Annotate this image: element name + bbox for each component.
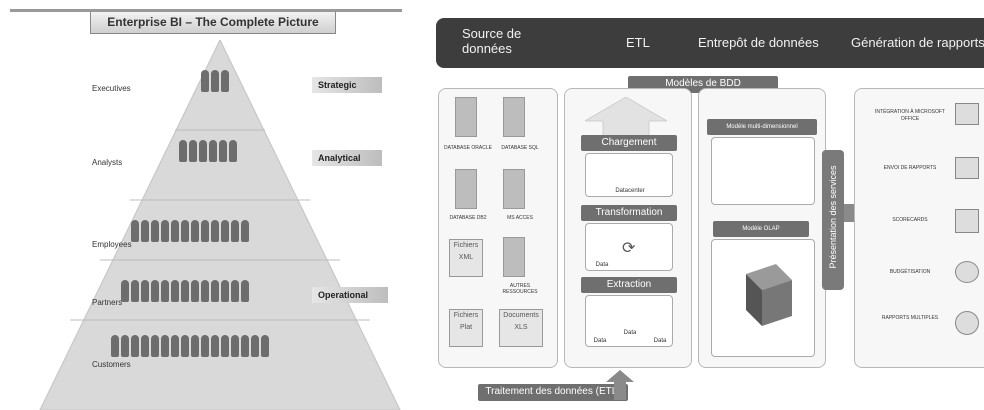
- partners-people-icon: [120, 280, 250, 307]
- role-employees: Employees: [92, 240, 132, 249]
- olap-label: Modèle OLAP: [713, 221, 809, 237]
- server-icon: [455, 169, 477, 209]
- mail-icon: [955, 157, 979, 179]
- warehouse-panel: Modèle multi-dimensionnel Modèle OLAP: [698, 88, 826, 368]
- header-etl: ETL: [626, 35, 650, 50]
- role-customers: Customers: [92, 360, 131, 369]
- services-bar: Présentation des services: [822, 150, 844, 290]
- role-analysts: Analysts: [92, 158, 123, 167]
- arrow-up-icon: [585, 97, 667, 141]
- role-partners: Partners: [92, 298, 123, 307]
- refresh-icon: ⟳: [622, 240, 636, 257]
- pyramid-shape: [39, 40, 401, 410]
- pie-chart-icon: [955, 311, 979, 335]
- source-msacces: MS ACCES: [507, 215, 533, 221]
- sources-panel: DATABASE ORACLE DATABASE SQL DATABASE DB…: [438, 88, 558, 368]
- source-sql: DATABASE SQL: [501, 145, 539, 151]
- data-label: Data: [653, 338, 667, 344]
- pyramid-title: Enterprise BI – The Complete Picture: [90, 10, 336, 34]
- olap-box: [711, 239, 815, 357]
- file-plat: Fichiers Plat: [449, 309, 483, 347]
- level-strategic: Strategic: [312, 77, 382, 93]
- employees-people-icon: [130, 220, 250, 247]
- source-autres: AUTRES RESSOURCES: [502, 283, 538, 295]
- transformation-box: Data ⟳: [585, 223, 673, 271]
- level-operational: Operational: [312, 287, 388, 303]
- executives-people-icon: [200, 70, 230, 97]
- arrow-up-right-icon: [606, 370, 634, 400]
- multidim-label: Modèle multi-dimensionnel: [707, 119, 817, 135]
- data-label: Data: [593, 338, 607, 344]
- file-xls: Documents XLS: [499, 309, 543, 347]
- scorecard-icon: [955, 209, 979, 233]
- server-icon: [503, 237, 525, 277]
- etl-processing-banner: Traitement des données (ETL): [478, 384, 628, 401]
- header-warehouse: Entrepôt de données: [698, 35, 819, 50]
- etl-diagram-panel: Source de données ETL Entrepôt de donnée…: [424, 0, 984, 410]
- header-bar: Source de données ETL Entrepôt de donnée…: [436, 18, 984, 68]
- report-scorecards: SCORECARDS: [892, 217, 928, 223]
- datacenter-box: Datacenter: [585, 153, 673, 197]
- data-label: Data: [623, 330, 637, 336]
- title-rule-top: [10, 9, 402, 12]
- report-multiples: RAPPORTS MULTIPLES: [881, 315, 939, 321]
- source-oracle: DATABASE ORACLE: [444, 145, 492, 151]
- etl-panel: Chargement Datacenter Transformation Dat…: [564, 88, 692, 368]
- chargement-label: Chargement: [581, 135, 677, 151]
- datacenter-label: Datacenter: [615, 188, 645, 194]
- bi-pyramid-panel: Enterprise BI – The Complete Picture Exe…: [0, 0, 412, 410]
- server-icon: [455, 97, 477, 137]
- analysts-people-icon: [178, 140, 238, 167]
- budget-icon: [955, 261, 979, 283]
- level-analytical: Analytical: [312, 150, 382, 166]
- server-icon: [503, 97, 525, 137]
- transformation-label: Transformation: [581, 205, 677, 221]
- source-db2: DATABASE DB2: [449, 215, 487, 221]
- report-envoi: ENVOI DE RAPPORTS: [883, 165, 937, 171]
- extraction-label: Extraction: [581, 277, 677, 293]
- reports-panel: INTÉGRATION À MICROSOFT OFFICE ENVOI DE …: [854, 88, 984, 368]
- services-label: Présentation des services: [828, 165, 838, 269]
- file-xml: Fichiers XML: [449, 239, 483, 277]
- report-office: INTÉGRATION À MICROSOFT OFFICE: [875, 109, 945, 122]
- office-icon: [955, 103, 979, 125]
- header-source: Source de données: [462, 26, 522, 56]
- data-label: Data: [595, 262, 609, 268]
- customers-people-icon: [110, 335, 270, 362]
- header-reports: Génération de rapports: [851, 35, 984, 50]
- multidim-box: [711, 137, 815, 205]
- cube-icon: [746, 264, 792, 326]
- extraction-box: Data Data Data: [585, 295, 673, 347]
- role-executives: Executives: [92, 84, 131, 93]
- server-icon: [503, 169, 525, 209]
- report-budget: BUDGÉTISATION: [889, 269, 931, 275]
